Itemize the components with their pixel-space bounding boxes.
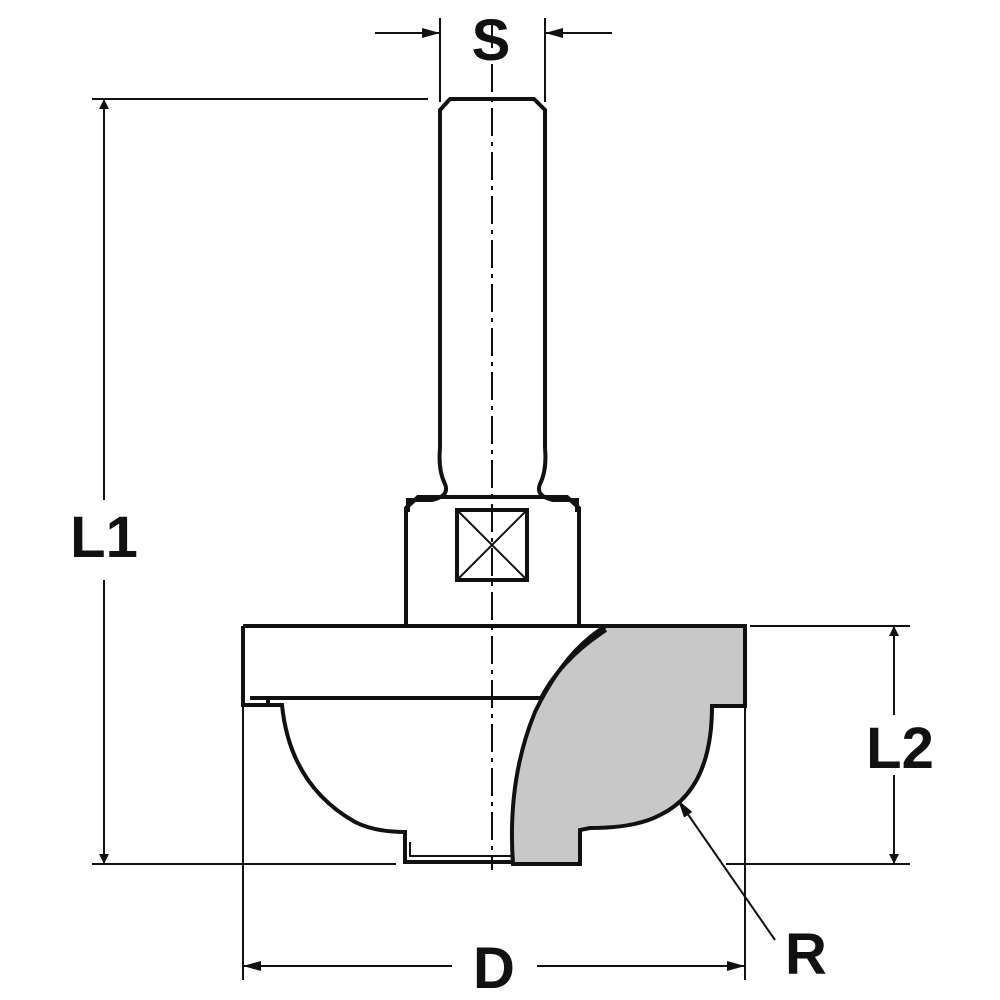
label-l2: L2 <box>866 716 934 781</box>
radius-leader <box>677 799 776 941</box>
extension-lines <box>92 18 910 980</box>
cutting-profile <box>509 624 747 866</box>
label-r: R <box>785 922 827 987</box>
label-s: S <box>472 8 511 73</box>
label-d: D <box>473 936 515 1000</box>
label-l1: L1 <box>70 505 138 570</box>
